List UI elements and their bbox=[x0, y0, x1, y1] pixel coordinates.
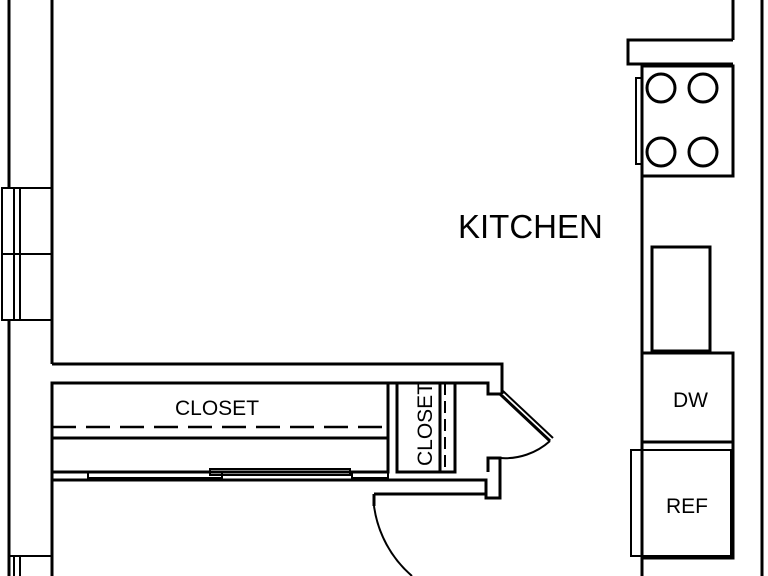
room-label-closet-small: CLOSET bbox=[414, 382, 437, 466]
room-label-closet: CLOSET bbox=[175, 397, 259, 420]
refrigerator bbox=[630, 440, 735, 560]
right-exterior-wall bbox=[731, 0, 764, 576]
closet-sliding-doors bbox=[87, 468, 389, 479]
closet-door bbox=[498, 390, 554, 460]
room-label-kitchen: KITCHEN bbox=[458, 208, 603, 245]
burner-icon bbox=[645, 136, 677, 168]
kitchen-counter bbox=[626, 38, 733, 576]
stove bbox=[635, 64, 735, 178]
entry-door bbox=[372, 492, 486, 576]
burner-icon bbox=[687, 136, 719, 168]
appliance-label-dw: DW bbox=[673, 389, 708, 412]
burner-icon bbox=[687, 72, 719, 104]
sink bbox=[650, 245, 712, 353]
bottom-left-wall-stub bbox=[9, 555, 52, 576]
appliance-label-ref: REF bbox=[666, 495, 708, 518]
closet-small bbox=[395, 381, 457, 474]
burner-icon bbox=[645, 72, 677, 104]
left-window bbox=[1, 187, 53, 321]
